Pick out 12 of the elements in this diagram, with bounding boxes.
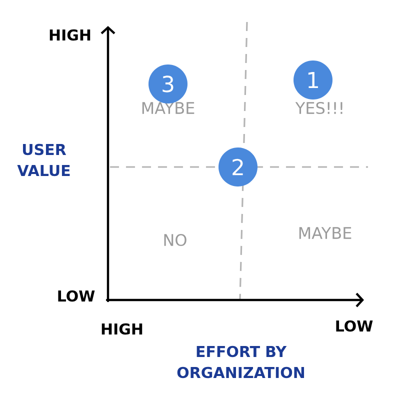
axis-end-label: LOW [336,320,373,332]
number-badge: 3 [148,64,188,104]
axis-end-label: HIGH [50,29,90,41]
axis-end-label: LOW [58,290,95,302]
quadrant-label: NO [164,234,186,246]
quadrant-label: MAYBE [299,227,352,239]
quadrant-label: MAYBE [142,102,194,114]
axis-end-label: HIGH [102,323,142,335]
axis-title: USER VALUE [17,144,70,176]
axis-title: EFFORT BY ORGANIZATION [177,346,304,378]
number-badge: 2 [218,148,258,186]
number-badge: 1 [294,60,332,100]
